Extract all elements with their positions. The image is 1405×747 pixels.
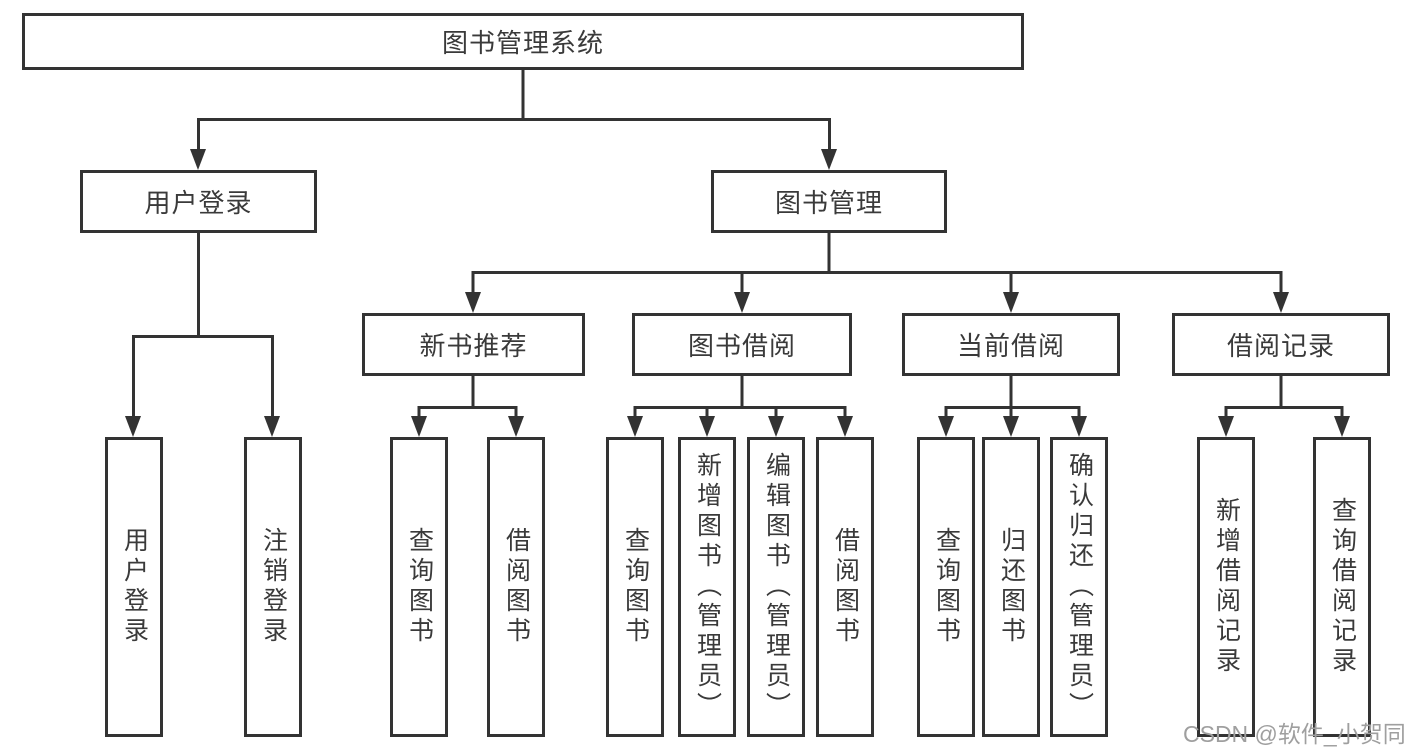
- leaf-query-books-current: 查询图书: [917, 437, 975, 737]
- watermark: CSDN @软件_小贺同学: [1183, 721, 1405, 747]
- node-label: 查询图书: [405, 527, 434, 647]
- node-label: 借阅图书: [831, 527, 860, 647]
- node-user-login: 用户登录: [80, 170, 317, 233]
- leaf-confirm-return-admin: 确认归还（管理员）: [1050, 437, 1108, 737]
- node-label: 查询图书: [621, 527, 650, 647]
- node-label: 图书借阅: [687, 331, 796, 361]
- leaf-borrow-books-borrowing: 借阅图书: [816, 437, 874, 737]
- node-label: 图书管理系统: [441, 28, 604, 58]
- node-current-borrowing: 当前借阅: [902, 313, 1120, 376]
- node-label: 编辑图书（管理员）: [762, 452, 791, 722]
- node-label: 用户登录: [144, 188, 253, 218]
- node-label: 查询借阅记录: [1328, 497, 1357, 677]
- node-label: 当前借阅: [956, 331, 1065, 361]
- node-label: 归还图书: [997, 527, 1026, 647]
- node-label: 注销登录: [259, 527, 288, 647]
- leaf-add-borrow-record: 新增借阅记录: [1197, 437, 1255, 737]
- leaf-query-borrow-record: 查询借阅记录: [1313, 437, 1371, 737]
- node-label: 新增图书（管理员）: [693, 452, 722, 722]
- leaf-user-login: 用户登录: [105, 437, 163, 737]
- node-label: 借阅图书: [502, 527, 531, 647]
- leaf-add-books-admin: 新增图书（管理员）: [678, 437, 736, 737]
- node-label: 新增借阅记录: [1212, 497, 1241, 677]
- leaf-query-books-borrowing: 查询图书: [606, 437, 664, 737]
- node-new-book-recommend: 新书推荐: [362, 313, 585, 376]
- node-borrowing-records: 借阅记录: [1172, 313, 1390, 376]
- leaf-query-books-recommend: 查询图书: [390, 437, 448, 737]
- node-label: 确认归还（管理员）: [1065, 452, 1094, 722]
- node-label: 图书管理: [774, 188, 883, 218]
- arrowheads: [125, 149, 1350, 437]
- leaf-return-books: 归还图书: [982, 437, 1040, 737]
- leaf-borrow-books-recommend: 借阅图书: [487, 437, 545, 737]
- node-label: 查询图书: [932, 527, 961, 647]
- node-label: 用户登录: [120, 527, 149, 647]
- connector-strokes: [132, 69, 1344, 420]
- node-book-management: 图书管理: [711, 170, 947, 233]
- node-label: 借阅记录: [1226, 331, 1335, 361]
- node-label: 新书推荐: [419, 331, 528, 361]
- node-book-borrowing: 图书借阅: [632, 313, 852, 376]
- leaf-edit-books-admin: 编辑图书（管理员）: [747, 437, 805, 737]
- leaf-logout: 注销登录: [244, 437, 302, 737]
- node-book-management-system: 图书管理系统: [22, 13, 1024, 70]
